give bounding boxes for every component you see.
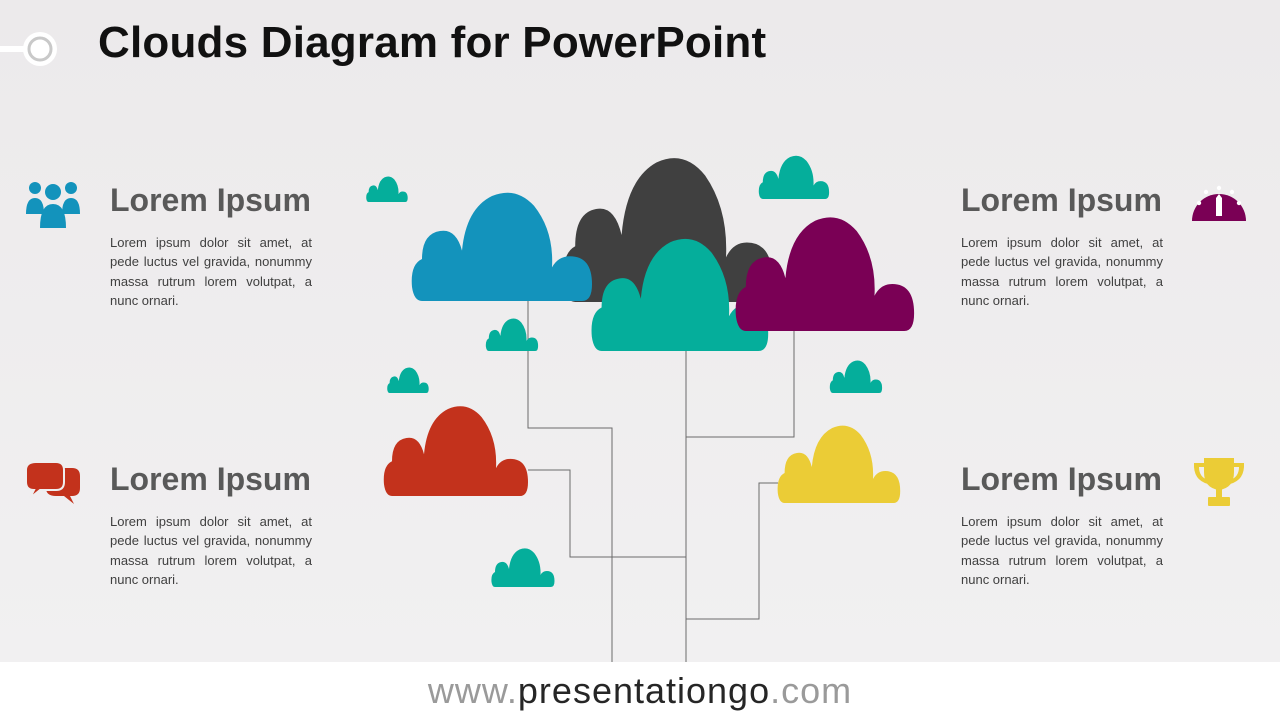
block-body: Lorem ipsum dolor sit amet, at pede luct… [110,514,312,588]
clouds-diagram [366,155,915,662]
block-body: Lorem ipsum dolor sit amet, at pede luct… [110,235,312,309]
connector-lines [527,300,795,662]
small-cloud [485,318,539,351]
text-block-top-left: Lorem Ipsum Lorem ipsum dolor sit amet, … [110,182,312,311]
cloud-yellow [777,425,901,503]
footer-url-prefix: www. [427,670,518,711]
footer-url[interactable]: www.presentationgo.com [0,662,1280,720]
connector-yellow [686,482,778,620]
text-block-bottom-right: Lorem Ipsum Lorem ipsum dolor sit amet, … [961,461,1163,590]
small-cloud [829,360,883,393]
connector-purple [686,330,795,438]
slide-title: Clouds Diagram for PowerPoint [98,18,767,67]
trophy-icon [1193,458,1245,506]
footer: www.presentationgo.com [0,662,1280,720]
key-icon [0,32,57,66]
block-heading: Lorem Ipsum [961,461,1162,497]
connector-blue [527,300,613,662]
block-body: Lorem ipsum dolor sit amet, at pede luct… [961,514,1163,588]
block-heading: Lorem Ipsum [110,182,311,218]
block-body: Lorem ipsum dolor sit amet, at pede luct… [961,235,1163,309]
users-icon [26,182,80,228]
text-block-top-right: Lorem Ipsum Lorem ipsum dolor sit amet, … [961,182,1163,311]
block-heading: Lorem Ipsum [110,461,311,497]
small-cloud [387,367,429,393]
small-cloud [366,176,408,202]
footer-url-brand: presentationgo [517,670,771,711]
cloud-red [383,406,528,496]
cloud-blue [411,192,592,301]
speedometer-icon [1192,185,1246,221]
small-cloud [491,548,555,587]
text-block-bottom-left: Lorem Ipsum Lorem ipsum dolor sit amet, … [110,461,312,590]
block-heading: Lorem Ipsum [961,182,1162,218]
speech-bubbles-icon [26,462,80,504]
footer-url-suffix: .com [770,670,853,711]
cloud-purple [735,217,915,331]
connector-red [528,469,686,558]
small-cloud [758,155,830,199]
